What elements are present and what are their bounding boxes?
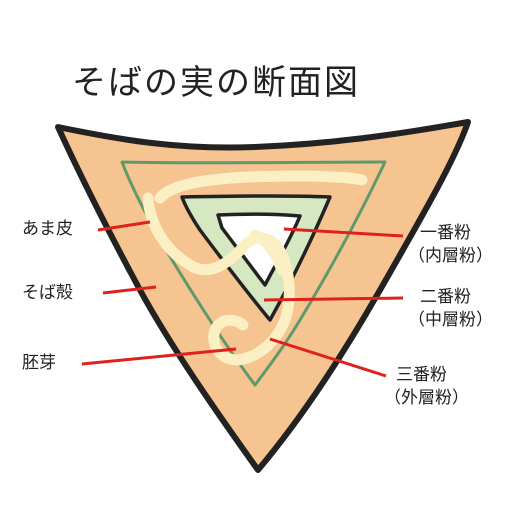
label-sanban-name: 三番粉 [396, 365, 447, 385]
pointer-sanban [269, 337, 387, 378]
label-ichiban: 一番粉 （内層粉） [408, 222, 493, 268]
diagram-title: そばの実の断面図 [72, 63, 360, 103]
pointer-niban [263, 296, 404, 302]
label-niban-name: 二番粉 [420, 287, 471, 307]
pointer-sobagara [102, 285, 157, 295]
pointer-haiga [81, 347, 237, 366]
label-amakawa: あま皮 [22, 219, 73, 239]
label-haiga: 胚芽 [22, 353, 56, 373]
pointer-amakawa [97, 220, 151, 232]
label-ichiban-name: 一番粉 [420, 223, 471, 243]
label-sanban: 三番粉 （外層粉） [384, 364, 469, 410]
label-niban-sub: （中層粉） [408, 309, 493, 330]
embryo-band [142, 170, 368, 366]
label-niban: 二番粉 （中層粉） [408, 286, 493, 332]
label-sanban-sub: （外層粉） [384, 387, 469, 408]
label-sobagara: そば殻 [22, 283, 73, 303]
pointer-ichiban [283, 227, 404, 238]
label-ichiban-sub: （内層粉） [408, 245, 493, 266]
